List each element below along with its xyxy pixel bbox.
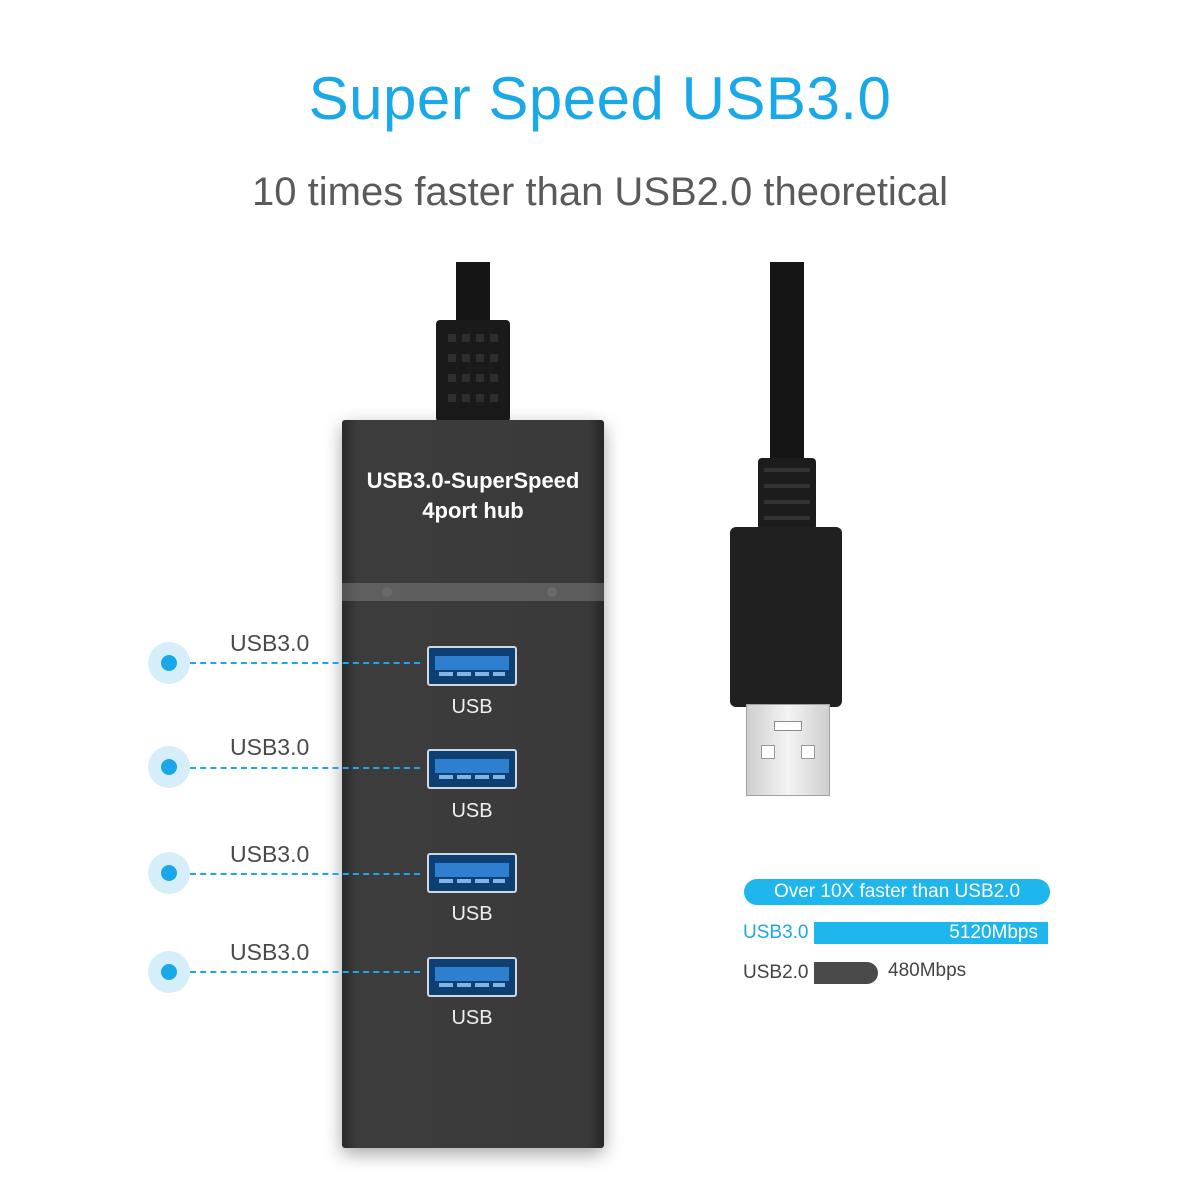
hub-strain-relief (436, 320, 510, 422)
speed-headline-badge: Over 10X faster than USB2.0 (744, 879, 1050, 905)
page-title: Super Speed USB3.0 (308, 65, 892, 132)
usb3-speed-label: USB3.0 (743, 922, 809, 943)
usb-hub-body: USB3.0-SuperSpeed 4port hub USB USB USB … (342, 420, 604, 1148)
hub-screw (382, 587, 392, 597)
callout-line (190, 767, 420, 769)
callout-line (190, 971, 420, 973)
port-label: USB (451, 800, 493, 822)
usb-port (427, 957, 517, 997)
usb3-speed-bar: 5120Mbps (814, 922, 1048, 944)
usb-plug-connector (746, 704, 830, 796)
hub-label-line2: 4port hub (422, 498, 524, 523)
callout-dot-icon (148, 852, 190, 894)
usb-port (427, 646, 517, 686)
hub-divider-band (342, 583, 604, 601)
plug-relief-ribs (764, 468, 810, 520)
usb2-speed-bar (814, 962, 878, 984)
usb3-speed-value: 5120Mbps (949, 922, 1038, 943)
callout-label: USB3.0 (230, 939, 310, 965)
strain-relief-ribs (448, 334, 498, 402)
hub-label-line1: USB3.0-SuperSpeed (366, 468, 580, 493)
callout-line (190, 873, 420, 875)
plug-cable (770, 262, 804, 462)
callout-label: USB3.0 (230, 841, 310, 867)
callout-dot-icon (148, 951, 190, 993)
usb-port (427, 749, 517, 789)
hub-screw (547, 587, 557, 597)
callout-label: USB3.0 (230, 734, 310, 760)
usb-port (427, 853, 517, 893)
port-label: USB (451, 1007, 493, 1029)
port-label: USB (451, 903, 493, 925)
usb-plug-body (730, 527, 842, 707)
callout-dot-icon (148, 746, 190, 788)
callout-dot-icon (148, 642, 190, 684)
plug-strain-relief (758, 458, 816, 530)
callout-line (190, 662, 420, 664)
usb2-speed-value: 480Mbps (888, 960, 967, 981)
callout-label: USB3.0 (230, 630, 310, 656)
usb2-speed-label: USB2.0 (743, 962, 809, 983)
page-subtitle: 10 times faster than USB2.0 theoretical (252, 170, 948, 214)
port-label: USB (451, 696, 493, 718)
